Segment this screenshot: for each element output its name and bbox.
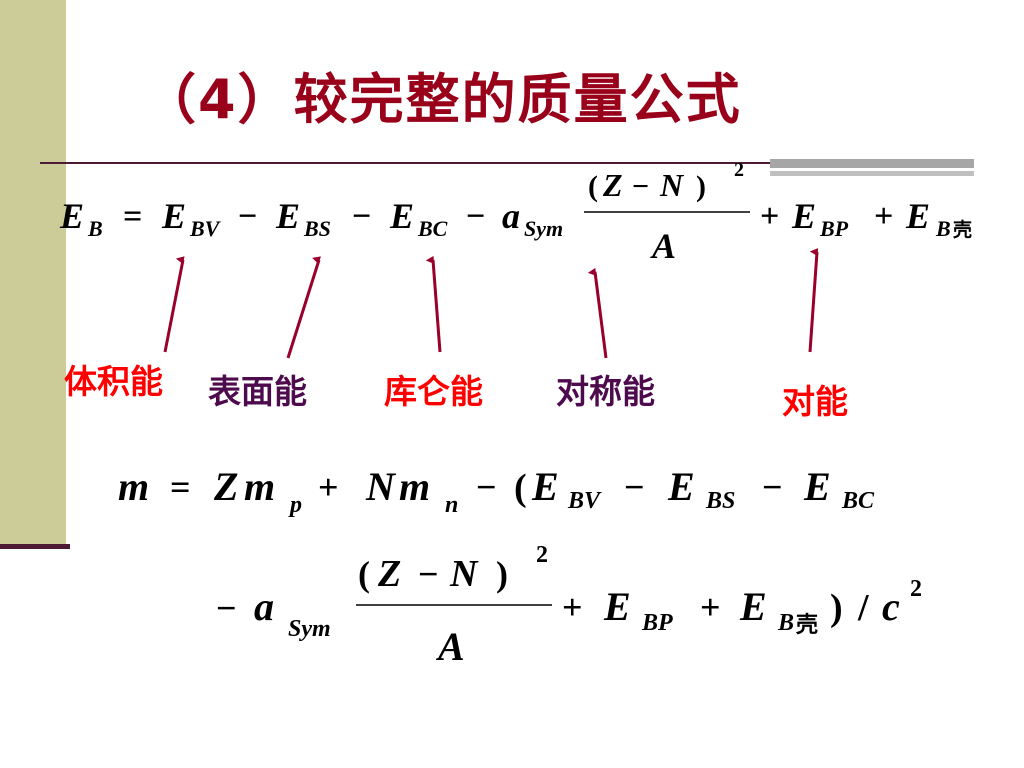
slash: / xyxy=(857,587,869,629)
exponent-2: 2 xyxy=(536,542,548,568)
minus-sign: − xyxy=(352,198,371,235)
sidebar-decoration xyxy=(0,0,66,548)
symbol-N: N xyxy=(659,167,685,203)
left-paren: ( xyxy=(358,554,370,594)
minus-sign: − xyxy=(632,170,649,203)
subscript-BV: BV xyxy=(189,216,222,241)
left-paren: ( xyxy=(514,467,527,509)
label-symmetry-energy: 对称能 xyxy=(556,372,655,411)
subscript-Sym: Sym xyxy=(524,216,563,241)
arrow-volume xyxy=(163,256,185,353)
subscript-BC: BC xyxy=(417,216,448,241)
subscript-B: B xyxy=(935,216,951,241)
symbol-N: N xyxy=(365,464,397,509)
subscript-BV: BV xyxy=(567,488,602,514)
minus-sign: − xyxy=(762,467,783,507)
symbol-Z: Z xyxy=(602,167,623,203)
plus-sign: + xyxy=(700,587,721,627)
symbol-N: N xyxy=(449,553,479,595)
symbol-E: E xyxy=(59,196,84,236)
right-paren: ) xyxy=(496,554,508,594)
subscript-B: B xyxy=(777,610,794,636)
sidebar-rule xyxy=(0,544,70,549)
subscript-BP: BP xyxy=(819,216,849,241)
symbol-E: E xyxy=(161,196,186,236)
symbol-E: E xyxy=(275,196,300,236)
plus-sign: + xyxy=(760,198,779,235)
plus-sign: + xyxy=(874,198,893,235)
title-underline xyxy=(40,162,775,164)
mass-formula-line2: − a Sym ( Z − N ) 2 A + E BP + E B 壳 ) /… xyxy=(216,542,922,669)
slide-title: （4）较完整的质量公式 xyxy=(142,68,742,131)
symbol-E: E xyxy=(905,196,930,236)
subscript-BC: BC xyxy=(841,488,875,514)
label-coulomb-energy: 库仑能 xyxy=(384,372,483,411)
symbol-E: E xyxy=(791,196,816,236)
symbol-c: c xyxy=(882,584,900,629)
left-paren: ( xyxy=(588,170,598,203)
mass-formula-line1: m = Z m p + N m n − ( E BV − E BS − E BC xyxy=(118,464,875,518)
arrow-coulomb xyxy=(425,255,442,353)
subscript-B: B xyxy=(87,216,103,241)
minus-sign: − xyxy=(238,198,257,235)
subscript-BS: BS xyxy=(705,488,735,514)
equals-sign: = xyxy=(123,198,142,235)
symbol-E: E xyxy=(389,196,414,236)
minus-sign: − xyxy=(624,467,645,507)
symbol-E: E xyxy=(803,464,831,509)
subscript-n: n xyxy=(445,492,458,518)
right-paren: ) xyxy=(830,587,843,629)
subscript-BS: BS xyxy=(303,216,331,241)
plus-sign: + xyxy=(562,587,583,627)
symbol-A: A xyxy=(650,226,676,266)
equals-sign: = xyxy=(170,467,191,507)
subscript-Sym: Sym xyxy=(288,616,331,642)
symbol-E: E xyxy=(603,584,631,629)
label-surface-energy: 表面能 xyxy=(208,372,307,411)
symbol-E: E xyxy=(531,464,559,509)
symbol-Z: Z xyxy=(213,464,238,509)
symbol-E: E xyxy=(739,584,767,629)
right-paren: ) xyxy=(696,170,706,203)
minus-sign: − xyxy=(466,198,485,235)
exponent-2: 2 xyxy=(734,159,744,181)
subscript-p: p xyxy=(288,492,302,518)
arrows xyxy=(163,248,819,359)
symbol-m: m xyxy=(244,464,275,509)
subscript-shell: 壳 xyxy=(795,613,818,638)
symbol-A: A xyxy=(435,624,465,669)
subscript-BP: BP xyxy=(641,610,673,636)
label-volume-energy: 体积能 xyxy=(64,362,163,401)
symbol-E: E xyxy=(667,464,695,509)
arrow-surface xyxy=(286,256,321,359)
exponent-2: 2 xyxy=(910,576,922,602)
title-accent-bar xyxy=(770,159,974,168)
minus-sign: − xyxy=(476,467,497,507)
subscript-shell: 壳 xyxy=(952,218,972,241)
symbol-a: a xyxy=(254,584,274,629)
plus-sign: + xyxy=(318,467,339,507)
title-accent-bar-2 xyxy=(770,171,974,176)
symbol-m: m xyxy=(118,464,149,509)
symbol-a: a xyxy=(502,196,520,236)
symbol-Z: Z xyxy=(377,553,401,595)
minus-sign: − xyxy=(216,588,237,628)
minus-sign: − xyxy=(418,554,439,594)
binding-energy-formula: E B = E BV − E BS − E BC − a Sym ( Z − N… xyxy=(59,159,972,266)
arrow-symmetry xyxy=(587,267,608,359)
label-pairing-energy: 对能 xyxy=(782,382,848,421)
arrow-pairing xyxy=(808,248,819,353)
symbol-m: m xyxy=(399,464,430,509)
